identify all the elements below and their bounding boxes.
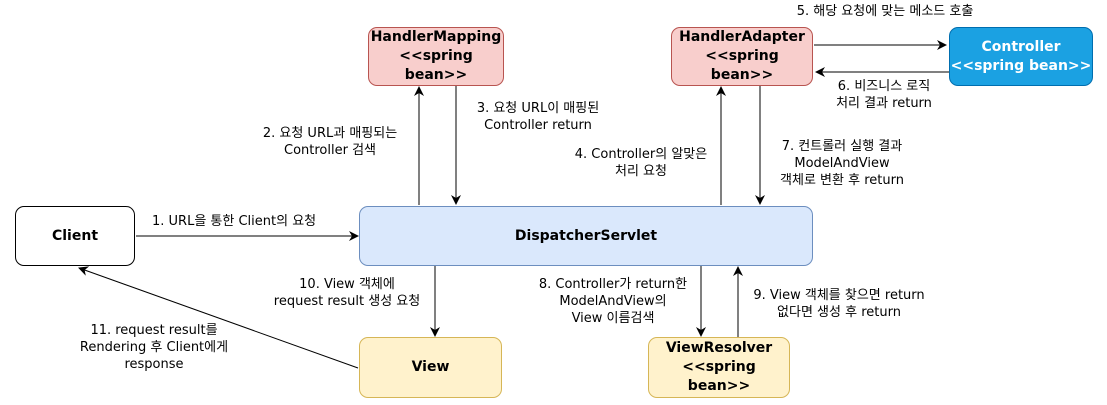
edge-label-2-line-2: Controller 검색	[284, 143, 376, 158]
dispatcher-servlet-box[interactable]: DispatcherServlet	[359, 206, 813, 266]
edge-label-2: 2. 요청 URL과 매핑되는 Controller 검색	[246, 125, 414, 159]
view-resolver-label: ViewResolver	[665, 340, 773, 356]
edge-label-5: 5. 해당 요청에 맞는 메소드 호출	[770, 3, 1000, 20]
edge-label-8-line-1: 8. Controller가 return한	[538, 277, 688, 292]
edge-label-9-line-2: 없다면 생성 후 return	[777, 305, 901, 320]
client-box[interactable]: Client	[15, 206, 135, 266]
client-label: Client	[51, 227, 99, 244]
view-resolver-box[interactable]: ViewResolver <<spring bean>>	[648, 337, 790, 398]
edge-label-8-line-3: View 이름검색	[571, 311, 655, 326]
edge-label-9-line-1: 9. View 객체를 찾으면 return	[753, 288, 925, 303]
edge-label-10: 10. View 객체에 request result 생성 요청	[262, 276, 432, 310]
edge-label-4-line-1: 4. Controller의 알맞은	[574, 147, 708, 162]
edge-label-4: 4. Controller의 알맞은 처리 요청	[566, 146, 716, 180]
edge-label-6-line-2: 처리 결과 return	[836, 96, 932, 111]
view-resolver-stereotype: <<spring bean>>	[682, 359, 756, 394]
edge-label-8: 8. Controller가 return한 ModelAndView의 Vie…	[528, 276, 698, 327]
edge-label-9: 9. View 객체를 찾으면 return 없다면 생성 후 return	[742, 287, 936, 321]
edge-label-11: 11. request result를 Rendering 후 Client에게…	[66, 322, 242, 373]
edge-label-10-line-2: request result 생성 요청	[273, 294, 421, 309]
edge-label-11-line-1: 11. request result를	[90, 323, 218, 338]
edge-label-7-line-2: ModelAndView	[794, 156, 890, 171]
arrow-11-view-to-client	[78, 266, 359, 369]
edge-label-1: 1. URL을 통한 Client의 요청	[152, 213, 316, 230]
edge-label-6-line-1: 6. 비즈니스 로직	[837, 79, 931, 94]
edge-label-11-line-3: response	[124, 357, 184, 372]
edge-label-3-line-1: 3. 요청 URL이 매핑된	[476, 101, 600, 116]
view-label: View	[411, 359, 450, 375]
controller-stereotype: <<spring bean>>	[950, 57, 1092, 74]
edge-label-6: 6. 비즈니스 로직 처리 결과 return	[822, 78, 946, 112]
handler-mapping-stereotype: <<spring bean>>	[399, 48, 473, 83]
edge-label-7-line-1: 7. 컨트롤러 실행 결과	[781, 139, 903, 154]
dispatcher-servlet-label: DispatcherServlet	[514, 227, 658, 244]
edge-label-11-line-2: Rendering 후 Client에게	[79, 340, 229, 355]
edge-label-7-line-3: 객체로 변환 후 return	[780, 173, 904, 188]
edge-label-5-line-1: 5. 해당 요청에 맞는 메소드 호출	[796, 4, 974, 19]
edge-label-1-line-1: 1. URL을 통한 Client의 요청	[152, 214, 317, 229]
edge-label-2-line-1: 2. 요청 URL과 매핑되는	[262, 126, 398, 141]
edge-label-8-line-2: ModelAndView의	[559, 294, 667, 309]
edge-label-3: 3. 요청 URL이 매핑된 Controller return	[462, 100, 614, 134]
view-box[interactable]: View	[359, 337, 502, 398]
controller-label: Controller	[981, 38, 1061, 55]
controller-box[interactable]: Controller <<spring bean>>	[949, 27, 1093, 86]
handler-adapter-stereotype: <<spring bean>>	[705, 48, 779, 83]
handler-mapping-box[interactable]: HandlerMapping <<spring bean>>	[368, 27, 504, 86]
edge-label-7: 7. 컨트롤러 실행 결과 ModelAndView 객체로 변환 후 retu…	[762, 138, 922, 189]
edge-label-10-line-1: 10. View 객체에	[299, 277, 395, 292]
handler-mapping-label: HandlerMapping	[370, 29, 502, 45]
handler-adapter-label: HandlerAdapter	[679, 29, 805, 45]
handler-adapter-box[interactable]: HandlerAdapter <<spring bean>>	[671, 27, 813, 86]
edge-label-3-line-2: Controller return	[484, 118, 592, 133]
edge-label-4-line-2: 처리 요청	[615, 164, 667, 179]
